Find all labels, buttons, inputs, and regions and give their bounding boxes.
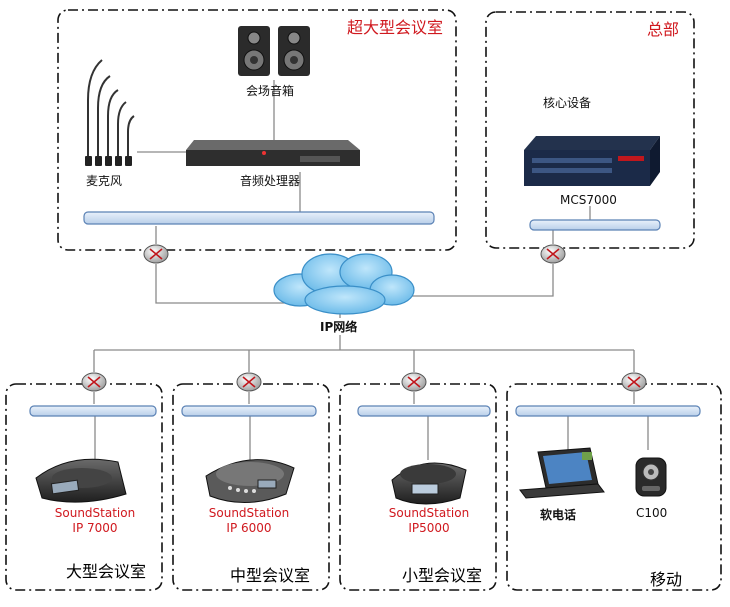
speaker-icon bbox=[278, 26, 310, 76]
core-equipment-label: 核心设备 bbox=[543, 96, 592, 110]
laptop-icon bbox=[519, 447, 605, 499]
audio-processor-label: 音频处理器 bbox=[240, 174, 301, 188]
device-label-line2: IP 7000 bbox=[72, 521, 118, 535]
cloud-icon bbox=[273, 253, 415, 315]
device-label-ip6000: SoundStation IP 6000 bbox=[194, 506, 304, 536]
router-icon bbox=[81, 372, 107, 392]
site-title-large: 大型会议室 bbox=[66, 562, 147, 581]
mcs-server-icon bbox=[524, 136, 660, 186]
speaker-icon bbox=[238, 26, 270, 76]
hq-bus bbox=[529, 219, 661, 231]
site-title-medium: 中型会议室 bbox=[230, 566, 311, 585]
router-icon bbox=[143, 244, 169, 264]
speakers-label: 会场音箱 bbox=[246, 84, 295, 98]
device-label-ip7000: SoundStation IP 7000 bbox=[40, 506, 150, 536]
softphone-label: 软电话 bbox=[540, 508, 577, 522]
c100-speakerphone-icon bbox=[635, 457, 667, 497]
router-icon bbox=[401, 372, 427, 392]
ip-network-label: IP网络 bbox=[318, 318, 360, 335]
large-room-bus bbox=[83, 211, 435, 225]
mcs-label: MCS7000 bbox=[560, 193, 617, 207]
site-boundary-mobile bbox=[506, 383, 722, 591]
router-icon bbox=[540, 244, 566, 264]
c100-label: C100 bbox=[636, 506, 668, 520]
router-icon bbox=[236, 372, 262, 392]
audio-processor-icon bbox=[186, 140, 360, 166]
site-bus-mobile bbox=[515, 405, 701, 417]
site-title-mobile: 移动 bbox=[650, 570, 683, 589]
device-label-line2: IP 6000 bbox=[226, 521, 272, 535]
conference-phone-icon bbox=[205, 459, 295, 504]
site-title-small: 小型会议室 bbox=[402, 566, 483, 585]
router-icon bbox=[621, 372, 647, 392]
conference-phone-icon bbox=[35, 458, 127, 503]
device-label-line1: SoundStation bbox=[208, 506, 290, 520]
site-bus-small bbox=[357, 405, 491, 417]
conference-phone-icon bbox=[391, 462, 467, 505]
device-label-line1: SoundStation bbox=[54, 506, 136, 520]
device-label-line1: SoundStation bbox=[388, 506, 470, 520]
site-bus-large bbox=[29, 405, 157, 417]
site-bus-medium bbox=[181, 405, 317, 417]
microphone-label: 麦克风 bbox=[86, 174, 123, 188]
large-room-boundary bbox=[57, 9, 457, 251]
hq-title: 总部 bbox=[647, 20, 680, 39]
microphone-icon bbox=[87, 59, 135, 160]
hq-boundary bbox=[485, 11, 695, 249]
large-room-title: 超大型会议室 bbox=[347, 18, 444, 37]
device-label-ip5000: SoundStation IP5000 bbox=[374, 506, 484, 536]
device-label-line2: IP5000 bbox=[408, 521, 450, 535]
